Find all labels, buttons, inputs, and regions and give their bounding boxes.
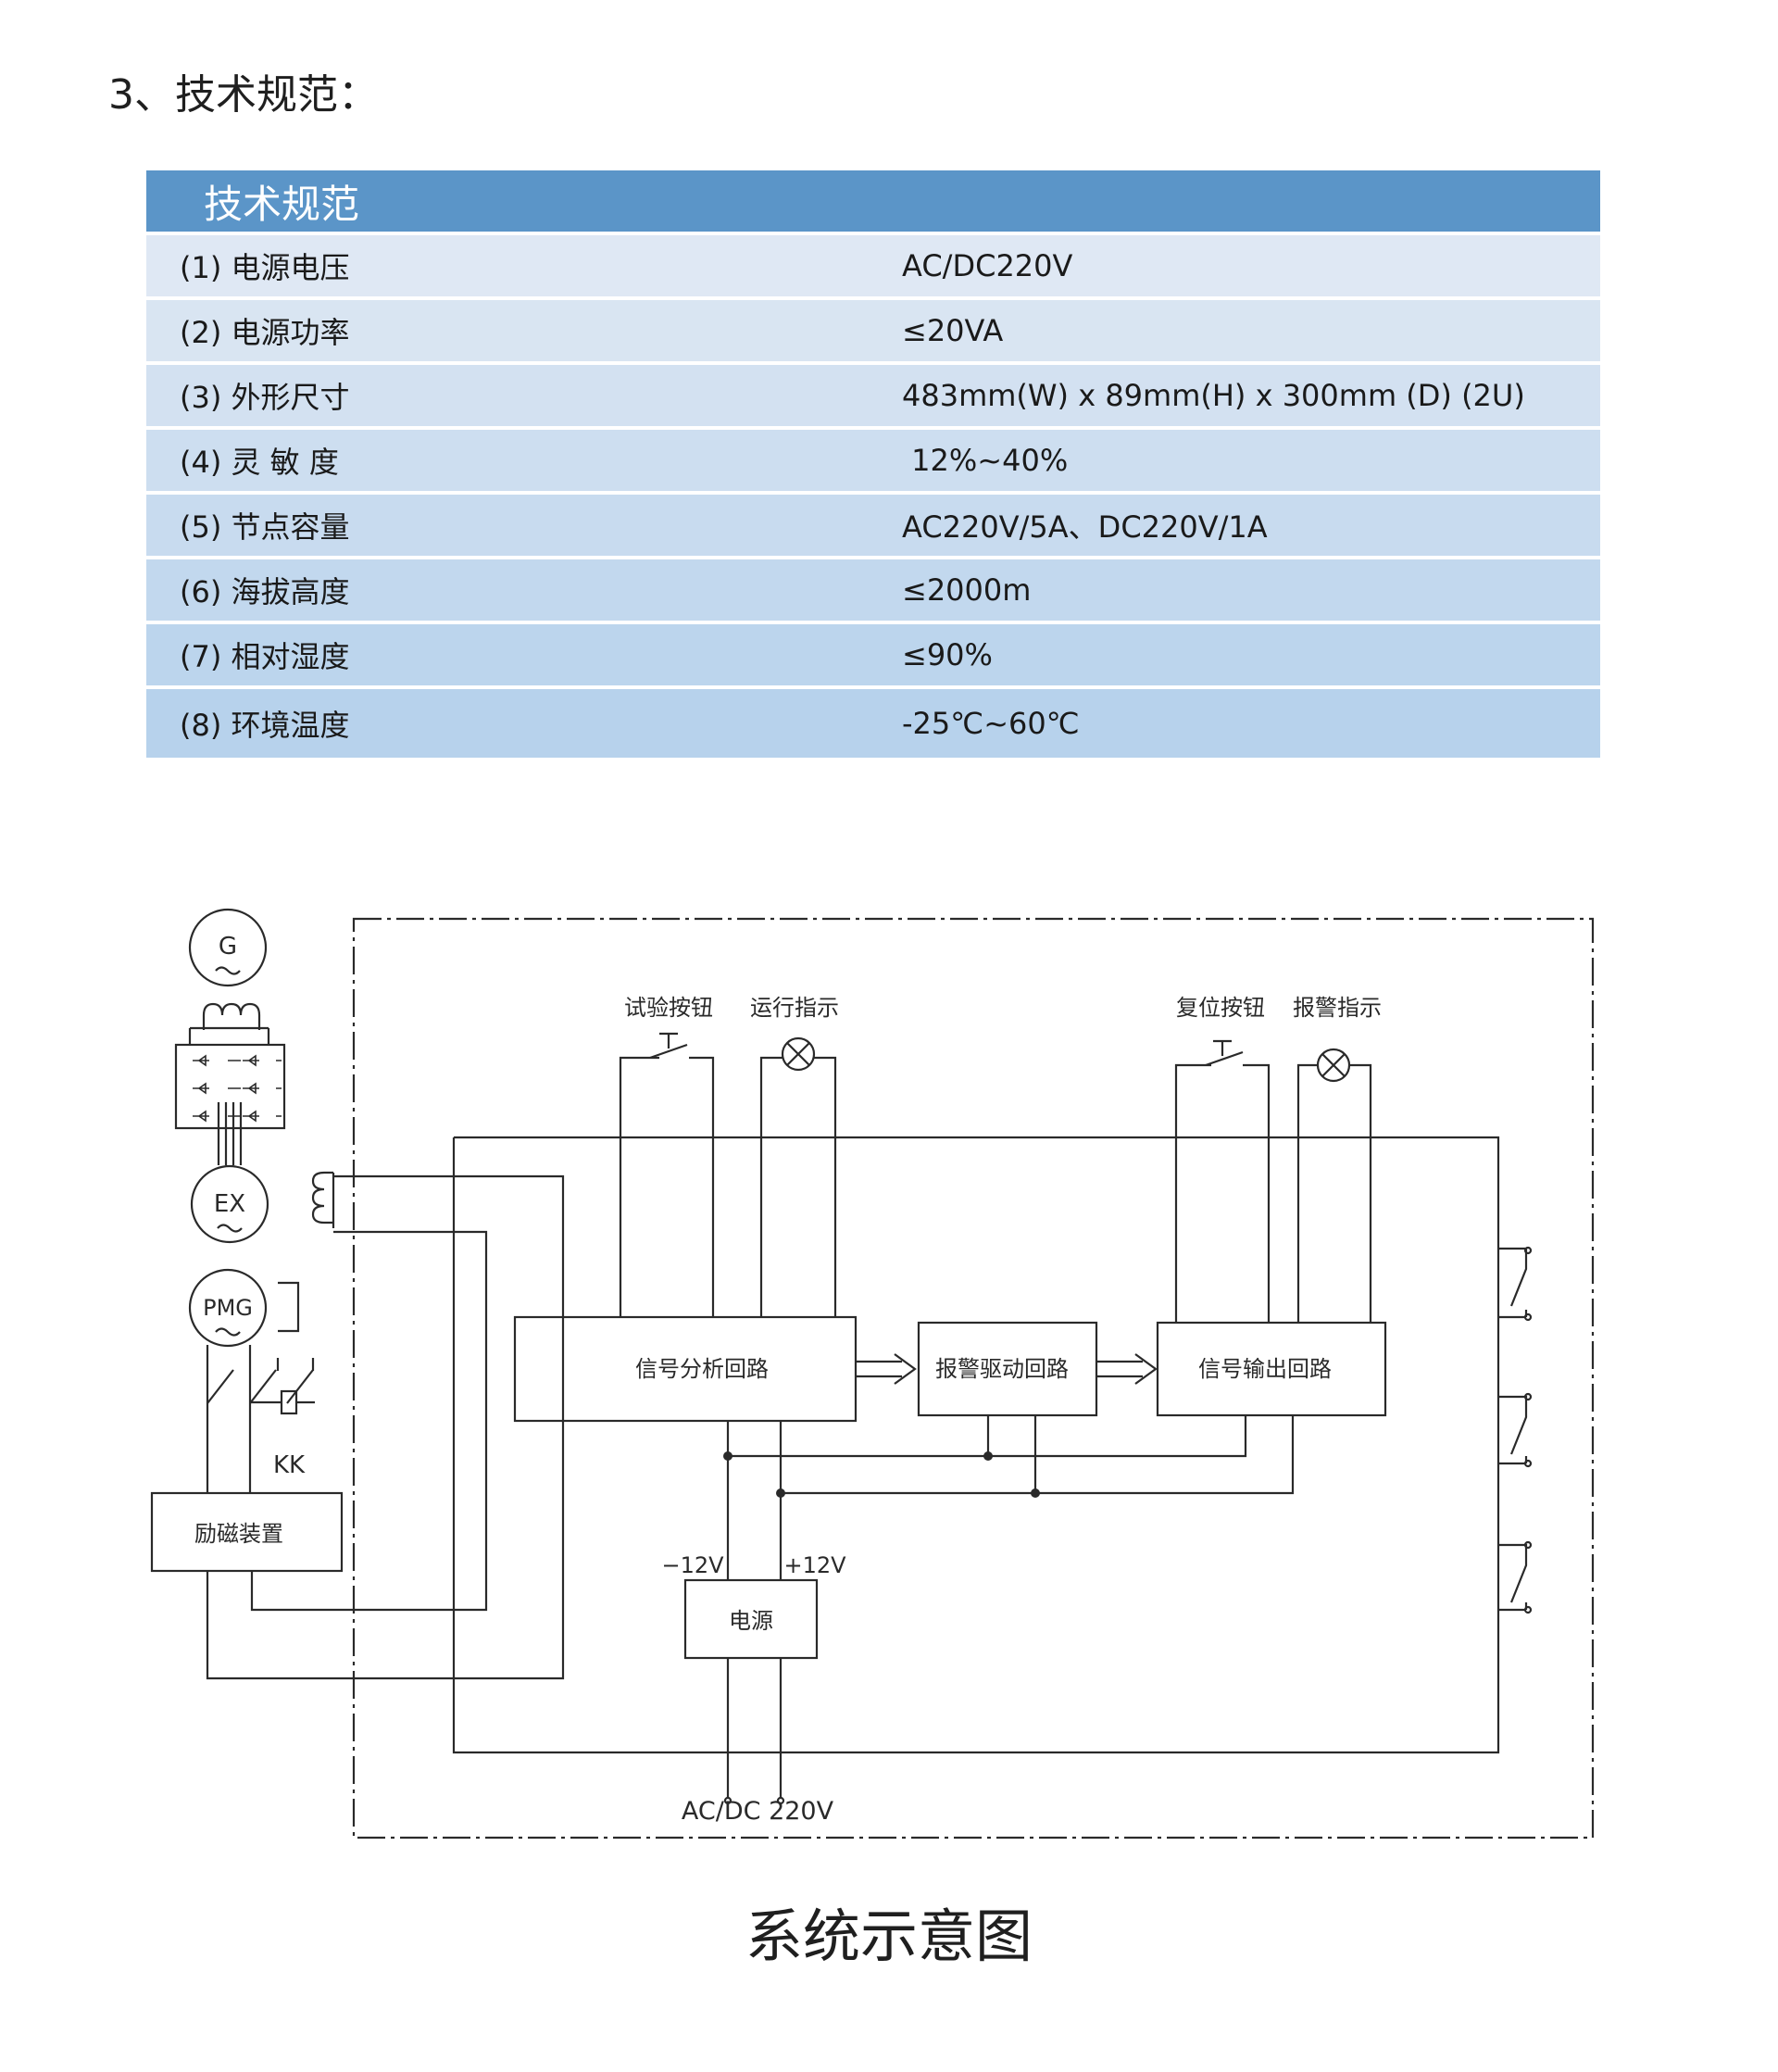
- rectifier-bridge: [174, 1043, 286, 1130]
- spec-row-label: (8) 环境温度: [180, 708, 350, 743]
- excitation-device-label: 励磁装置: [194, 1521, 283, 1547]
- spec-row-value: 12%~40%: [902, 443, 1069, 478]
- generator-symbol: [188, 908, 268, 987]
- signal-analysis-label: 信号分析回路: [635, 1356, 769, 1382]
- spec-row-label: (1) 电源电压: [180, 250, 350, 285]
- kk-label: KK: [273, 1451, 306, 1479]
- spec-table: 技术规范 (1) 电源电压 AC/DC220V (2) 电源功率 ≤20VA (3) 外…: [146, 170, 1600, 758]
- alarm-drive-label: 报警驱动回路: [935, 1356, 1069, 1382]
- spec-row-label: (5) 节点容量: [180, 509, 350, 545]
- spec-row-value: -25℃~60℃: [902, 706, 1080, 741]
- spec-row-label: (4) 灵 敏 度: [180, 445, 339, 480]
- exciter-label: EX: [214, 1190, 245, 1218]
- reset-button-label: 复位按钮: [1176, 995, 1265, 1021]
- alarm-indicator-label: 报警指示: [1293, 995, 1382, 1021]
- device-enclosure: [352, 917, 1595, 1840]
- signal-output-label: 信号输出回路: [1198, 1356, 1332, 1382]
- spec-row-value: ≤90%: [902, 637, 993, 672]
- arrow-analysis-to-drive: [856, 1353, 917, 1385]
- spec-row-value: AC/DC220V: [902, 248, 1073, 283]
- output-contact-2: [1498, 1395, 1528, 1465]
- spec-row: (2) 电源功率 ≤20VA: [146, 300, 1600, 361]
- spec-row: (1) 电源电压 AC/DC220V: [146, 235, 1600, 296]
- spec-row-value: AC220V/5A、DC220V/1A: [902, 509, 1268, 545]
- power-supply-box: [683, 1578, 819, 1660]
- signal-output-box: [1156, 1321, 1387, 1417]
- exciter-coil: [202, 1002, 261, 1030]
- spec-row-value: ≤2000m: [902, 572, 1032, 608]
- alarm-drive-box: [917, 1321, 1098, 1417]
- spec-row-value: ≤20VA: [902, 313, 1004, 348]
- spec-row: (8) 环境温度 -25℃~60℃: [146, 689, 1600, 758]
- kk-switch: [207, 1358, 315, 1404]
- section-title: 3、技术规范：: [108, 71, 379, 119]
- test-button-label: 试验按钮: [624, 995, 713, 1021]
- diagram-caption: 系统示意图: [745, 1902, 1033, 1970]
- run-indicator-lamp: [781, 1036, 816, 1072]
- pos12v-label: +12V: [783, 1552, 846, 1578]
- spec-row: (6) 海拔高度 ≤2000m: [146, 559, 1600, 621]
- spec-row: (3) 外形尺寸 483mm(W) x 89mm(H) x 300mm (D) (…: [146, 365, 1600, 426]
- power-supply-label: 电源: [729, 1608, 773, 1634]
- pmg-symbol: [188, 1268, 268, 1348]
- spec-table-header-label: 技术规范: [204, 181, 360, 227]
- output-contact-3: [1498, 1543, 1528, 1612]
- spec-row: (5) 节点容量 AC220V/5A、DC220V/1A: [146, 495, 1600, 556]
- spec-row-label: (7) 相对湿度: [180, 639, 350, 674]
- generator-label: G: [219, 933, 237, 961]
- spec-row-label: (2) 电源功率: [180, 315, 350, 350]
- test-button-symbol: [649, 1032, 688, 1060]
- spec-table-body: (1) 电源电压 AC/DC220V (2) 电源功率 ≤20VA (3) 外形尺寸 48…: [146, 235, 1600, 758]
- excitation-device-box: [150, 1491, 344, 1573]
- spec-row-label: (3) 外形尺寸: [180, 380, 350, 415]
- input-voltage-label: AC/DC 220V: [682, 1797, 834, 1826]
- spec-row-value: 483mm(W) x 89mm(H) x 300mm (D) (2U): [902, 378, 1525, 413]
- spec-row: (4) 灵 敏 度 12%~40%: [146, 430, 1600, 491]
- spec-row-label: (6) 海拔高度: [180, 574, 350, 609]
- spec-table-header: 技术规范: [146, 170, 1600, 232]
- run-indicator-label: 运行指示: [750, 995, 839, 1021]
- output-contact-1: [1498, 1247, 1528, 1319]
- arrow-drive-to-output: [1096, 1353, 1158, 1385]
- reset-button-symbol: [1205, 1039, 1244, 1067]
- pmg-label: PMG: [203, 1295, 253, 1321]
- exciter-symbol: [190, 1164, 269, 1244]
- signal-analysis-box: [513, 1315, 858, 1423]
- neg12v-label: −12V: [661, 1552, 724, 1578]
- spec-row: (7) 相对湿度 ≤90%: [146, 624, 1600, 685]
